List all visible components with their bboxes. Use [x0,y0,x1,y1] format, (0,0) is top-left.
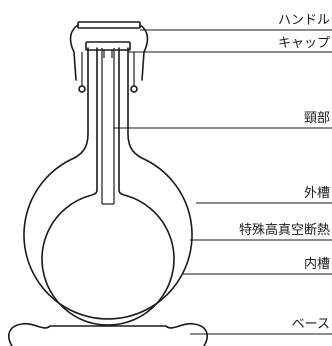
cap [85,41,131,51]
label-neck: 頸部 [304,111,330,126]
handle-bar [77,21,141,29]
handle-arm-left [69,24,79,81]
inner-tank [41,47,175,326]
label-vacuum-insulation: 特殊高真空断熱 [239,222,330,238]
hanger-left-ring [78,85,86,93]
label-outer-tank: 外槽 [304,186,330,201]
label-handle: ハンドル [278,13,330,28]
label-cap: キャップ [278,36,330,51]
label-base: ベース [292,317,330,332]
hanger-right-ring [130,85,138,93]
label-inner-tank: 内槽 [304,256,330,272]
base [8,322,208,346]
outer-tank [23,47,193,320]
